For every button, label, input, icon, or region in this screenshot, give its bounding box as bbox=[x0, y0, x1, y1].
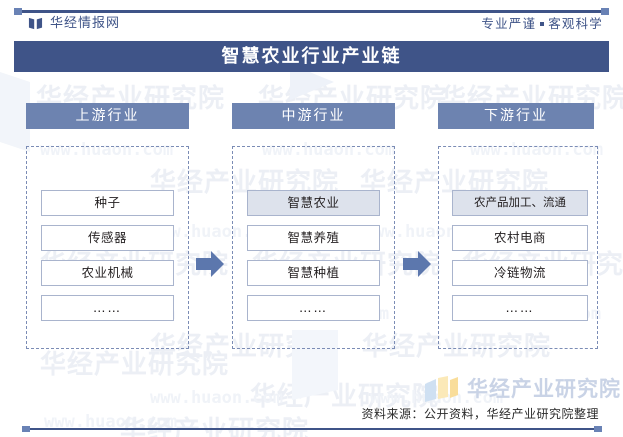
node-label: 农业机械 bbox=[81, 264, 134, 280]
node-item[interactable]: 智慧养殖 bbox=[247, 225, 380, 251]
top-divider-cap-right bbox=[601, 8, 609, 15]
page-title-band: 智慧农业行业产业链 bbox=[14, 41, 609, 72]
arrow-midstream-to-downstream-icon bbox=[403, 251, 431, 277]
node-label: 传感器 bbox=[87, 229, 127, 245]
node-item[interactable]: 农村电商 bbox=[452, 225, 588, 251]
node-item-highlighted[interactable]: 农产品加工、流通 bbox=[452, 190, 588, 216]
column-header-upstream[interactable]: 上游行业 bbox=[26, 103, 189, 129]
node-list-downstream: 农产品加工、流通 农村电商 冷链物流 …… bbox=[452, 190, 588, 321]
node-label: 智慧种植 bbox=[287, 264, 340, 280]
tagline-left: 专业严谨 bbox=[481, 16, 537, 31]
node-item[interactable]: …… bbox=[247, 295, 380, 321]
node-item[interactable]: 农业机械 bbox=[41, 260, 174, 286]
tagline-separator-dot bbox=[540, 21, 545, 26]
bottom-divider-cap-left bbox=[22, 426, 30, 432]
node-label: 农产品加工、流通 bbox=[474, 195, 566, 210]
brand-bar: 华经情报网 专业严谨客观科学 bbox=[0, 13, 623, 41]
node-item[interactable]: 种子 bbox=[41, 190, 174, 216]
node-label: …… bbox=[299, 299, 328, 315]
node-item[interactable]: 传感器 bbox=[41, 225, 174, 251]
tagline: 专业严谨客观科学 bbox=[481, 16, 603, 31]
node-label: 冷链物流 bbox=[493, 264, 546, 280]
column-header-label: 上游行业 bbox=[75, 108, 140, 124]
node-item[interactable]: …… bbox=[452, 295, 588, 321]
column-header-label: 下游行业 bbox=[484, 108, 548, 124]
source-note: 资料来源：公开资料，华经产业研究院整理 bbox=[361, 407, 599, 421]
node-label: 智慧农业 bbox=[287, 194, 340, 210]
group-frame-upstream bbox=[26, 146, 189, 349]
arrow-upstream-to-midstream-icon bbox=[196, 251, 224, 277]
column-header-downstream[interactable]: 下游行业 bbox=[438, 103, 594, 129]
column-upstream: 上游行业 bbox=[26, 103, 189, 129]
column-midstream: 中游行业 bbox=[232, 103, 395, 129]
node-label: 种子 bbox=[94, 194, 121, 210]
node-label: 农村电商 bbox=[493, 229, 546, 245]
node-item[interactable]: 智慧种植 bbox=[247, 260, 380, 286]
top-divider-cap-left bbox=[14, 8, 22, 15]
node-label: …… bbox=[505, 299, 535, 315]
tagline-right: 客观科学 bbox=[548, 16, 603, 31]
brand-block: 华经情报网 bbox=[28, 16, 120, 31]
node-item[interactable]: 冷链物流 bbox=[452, 260, 588, 286]
node-item[interactable]: …… bbox=[41, 295, 174, 321]
brand-name: 华经情报网 bbox=[50, 16, 121, 31]
bottom-divider bbox=[22, 428, 602, 430]
open-book-icon bbox=[28, 17, 43, 30]
node-label: …… bbox=[93, 299, 122, 315]
node-label: 智慧养殖 bbox=[287, 229, 340, 245]
node-list-midstream: 智慧农业 智慧养殖 智慧种植 …… bbox=[247, 190, 380, 321]
bottom-divider-cap-right bbox=[594, 426, 602, 432]
page-title: 智慧农业行业产业链 bbox=[221, 45, 402, 67]
column-header-midstream[interactable]: 中游行业 bbox=[232, 103, 395, 129]
column-downstream: 下游行业 bbox=[438, 103, 601, 129]
column-header-label: 中游行业 bbox=[281, 108, 346, 124]
node-item-highlighted[interactable]: 智慧农业 bbox=[247, 190, 380, 216]
node-list-upstream: 种子 传感器 农业机械 …… bbox=[41, 190, 174, 321]
top-divider bbox=[14, 10, 609, 13]
group-frame-downstream bbox=[438, 146, 598, 349]
